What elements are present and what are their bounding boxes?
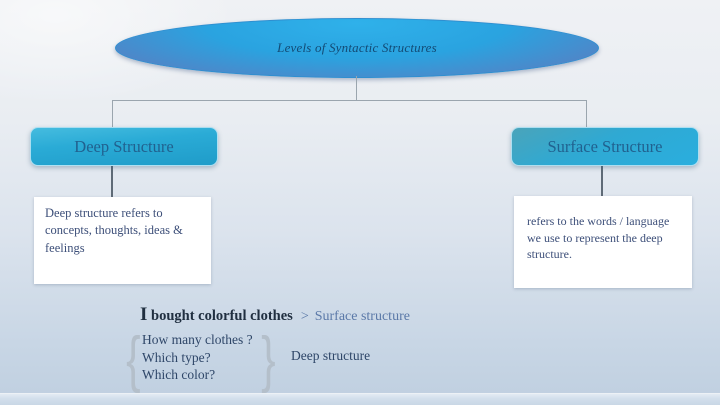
right-brace-icon: } [261, 325, 276, 394]
surface-structure-node: Surface Structure [511, 127, 699, 166]
surface-structure-description-box: refers to the words / language we use to… [514, 196, 692, 288]
example-sentence: I bought colorful clothes > Surface stru… [140, 304, 410, 326]
connector-surface-drop [601, 164, 603, 196]
deep-structure-node-label: Deep Structure [74, 136, 174, 156]
connector-right-vertical [586, 100, 587, 127]
connector-left-vertical [112, 100, 113, 127]
example-sentence-rest: bought colorful clothes [147, 308, 293, 324]
connector-root-vertical [356, 76, 357, 101]
deep-structure-node: Deep Structure [30, 127, 218, 166]
example-deep-label: Deep structure [291, 348, 371, 363]
surface-structure-node-label: Surface Structure [547, 136, 663, 156]
root-node-ellipse: Levels of Syntactic Structures [115, 18, 599, 78]
left-brace-icon: { [126, 325, 141, 394]
root-node-label: Levels of Syntactic Structures [277, 40, 437, 55]
surface-structure-description: refers to the words / language we use to… [527, 214, 670, 262]
example-separator: > [300, 309, 309, 324]
deep-structure-description-box: Deep structure refers to concepts, thoug… [34, 197, 211, 284]
example-sentence-lead: I [140, 304, 148, 325]
deep-structure-description: Deep structure refers to concepts, thoug… [45, 206, 183, 255]
example-questions: How many clothes ? Which type? Which col… [142, 331, 253, 384]
bottom-band-decoration [0, 393, 720, 405]
question-line: Which color? [142, 367, 216, 382]
question-line: Which type? [142, 349, 211, 365]
question-line: How many clothes ? [142, 332, 253, 347]
example-surface-label: Surface structure [314, 309, 410, 324]
connector-deep-drop [111, 164, 113, 197]
connector-horizontal [112, 100, 587, 101]
